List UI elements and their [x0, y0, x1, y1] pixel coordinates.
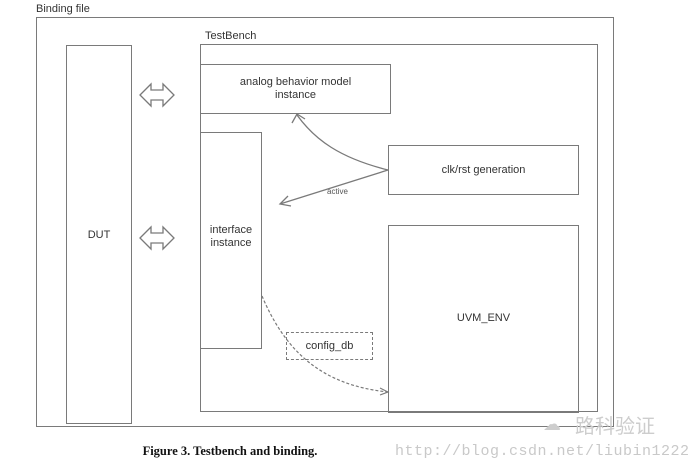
- arrowhead-icon: [278, 195, 292, 207]
- dut-label: DUT: [87, 228, 111, 241]
- interface-label: interface instance: [209, 224, 253, 249]
- clk-rst-label: clk/rst generation: [441, 163, 526, 176]
- binding-file-label: Binding file: [36, 3, 90, 15]
- figure-caption: Figure 3. Testbench and binding.: [142, 444, 318, 458]
- active-label: active: [327, 187, 348, 196]
- analog-model-box: [200, 64, 391, 114]
- interface-box: [200, 132, 262, 349]
- clk-to-analog-arrow: [296, 114, 389, 171]
- clk-to-interface-arrow: [279, 169, 389, 205]
- watermark-brand: 路科验证: [575, 414, 655, 438]
- clk-rst-box: [388, 145, 579, 195]
- arrowhead-icon: [379, 387, 390, 396]
- binding-file-box: [36, 17, 614, 427]
- testbench-label: TestBench: [205, 30, 257, 42]
- uvm-env-label: UVM_ENV: [456, 311, 511, 324]
- arrowhead-icon: [291, 113, 306, 124]
- watermark-url: http://blog.csdn.net/liubin1222: [395, 443, 690, 460]
- interface-to-uvm-dashed-arrow: [261, 295, 389, 393]
- dut-box: [66, 45, 132, 424]
- uvm-env-box: [388, 225, 579, 413]
- wechat-icon: ☁: [543, 414, 561, 434]
- config-db-box: [286, 332, 373, 360]
- config-db-label: config_db: [305, 339, 354, 352]
- double-arrow-icon: [139, 225, 175, 251]
- double-arrow-icon: [139, 82, 175, 108]
- analog-model-label: analog behavior model instance: [239, 76, 352, 101]
